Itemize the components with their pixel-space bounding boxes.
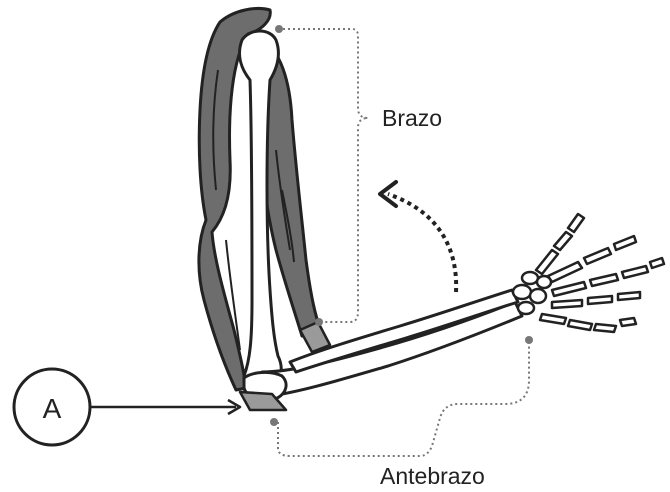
callout-a-letter: A: [43, 393, 62, 424]
label-antebrazo: Antebrazo: [380, 463, 485, 487]
curved-dotted-arrow: [380, 182, 456, 292]
forearm-bones: [244, 290, 522, 400]
callout-a: A: [14, 369, 240, 445]
label-brazo: Brazo: [382, 105, 442, 131]
hand-bones: [513, 214, 664, 332]
